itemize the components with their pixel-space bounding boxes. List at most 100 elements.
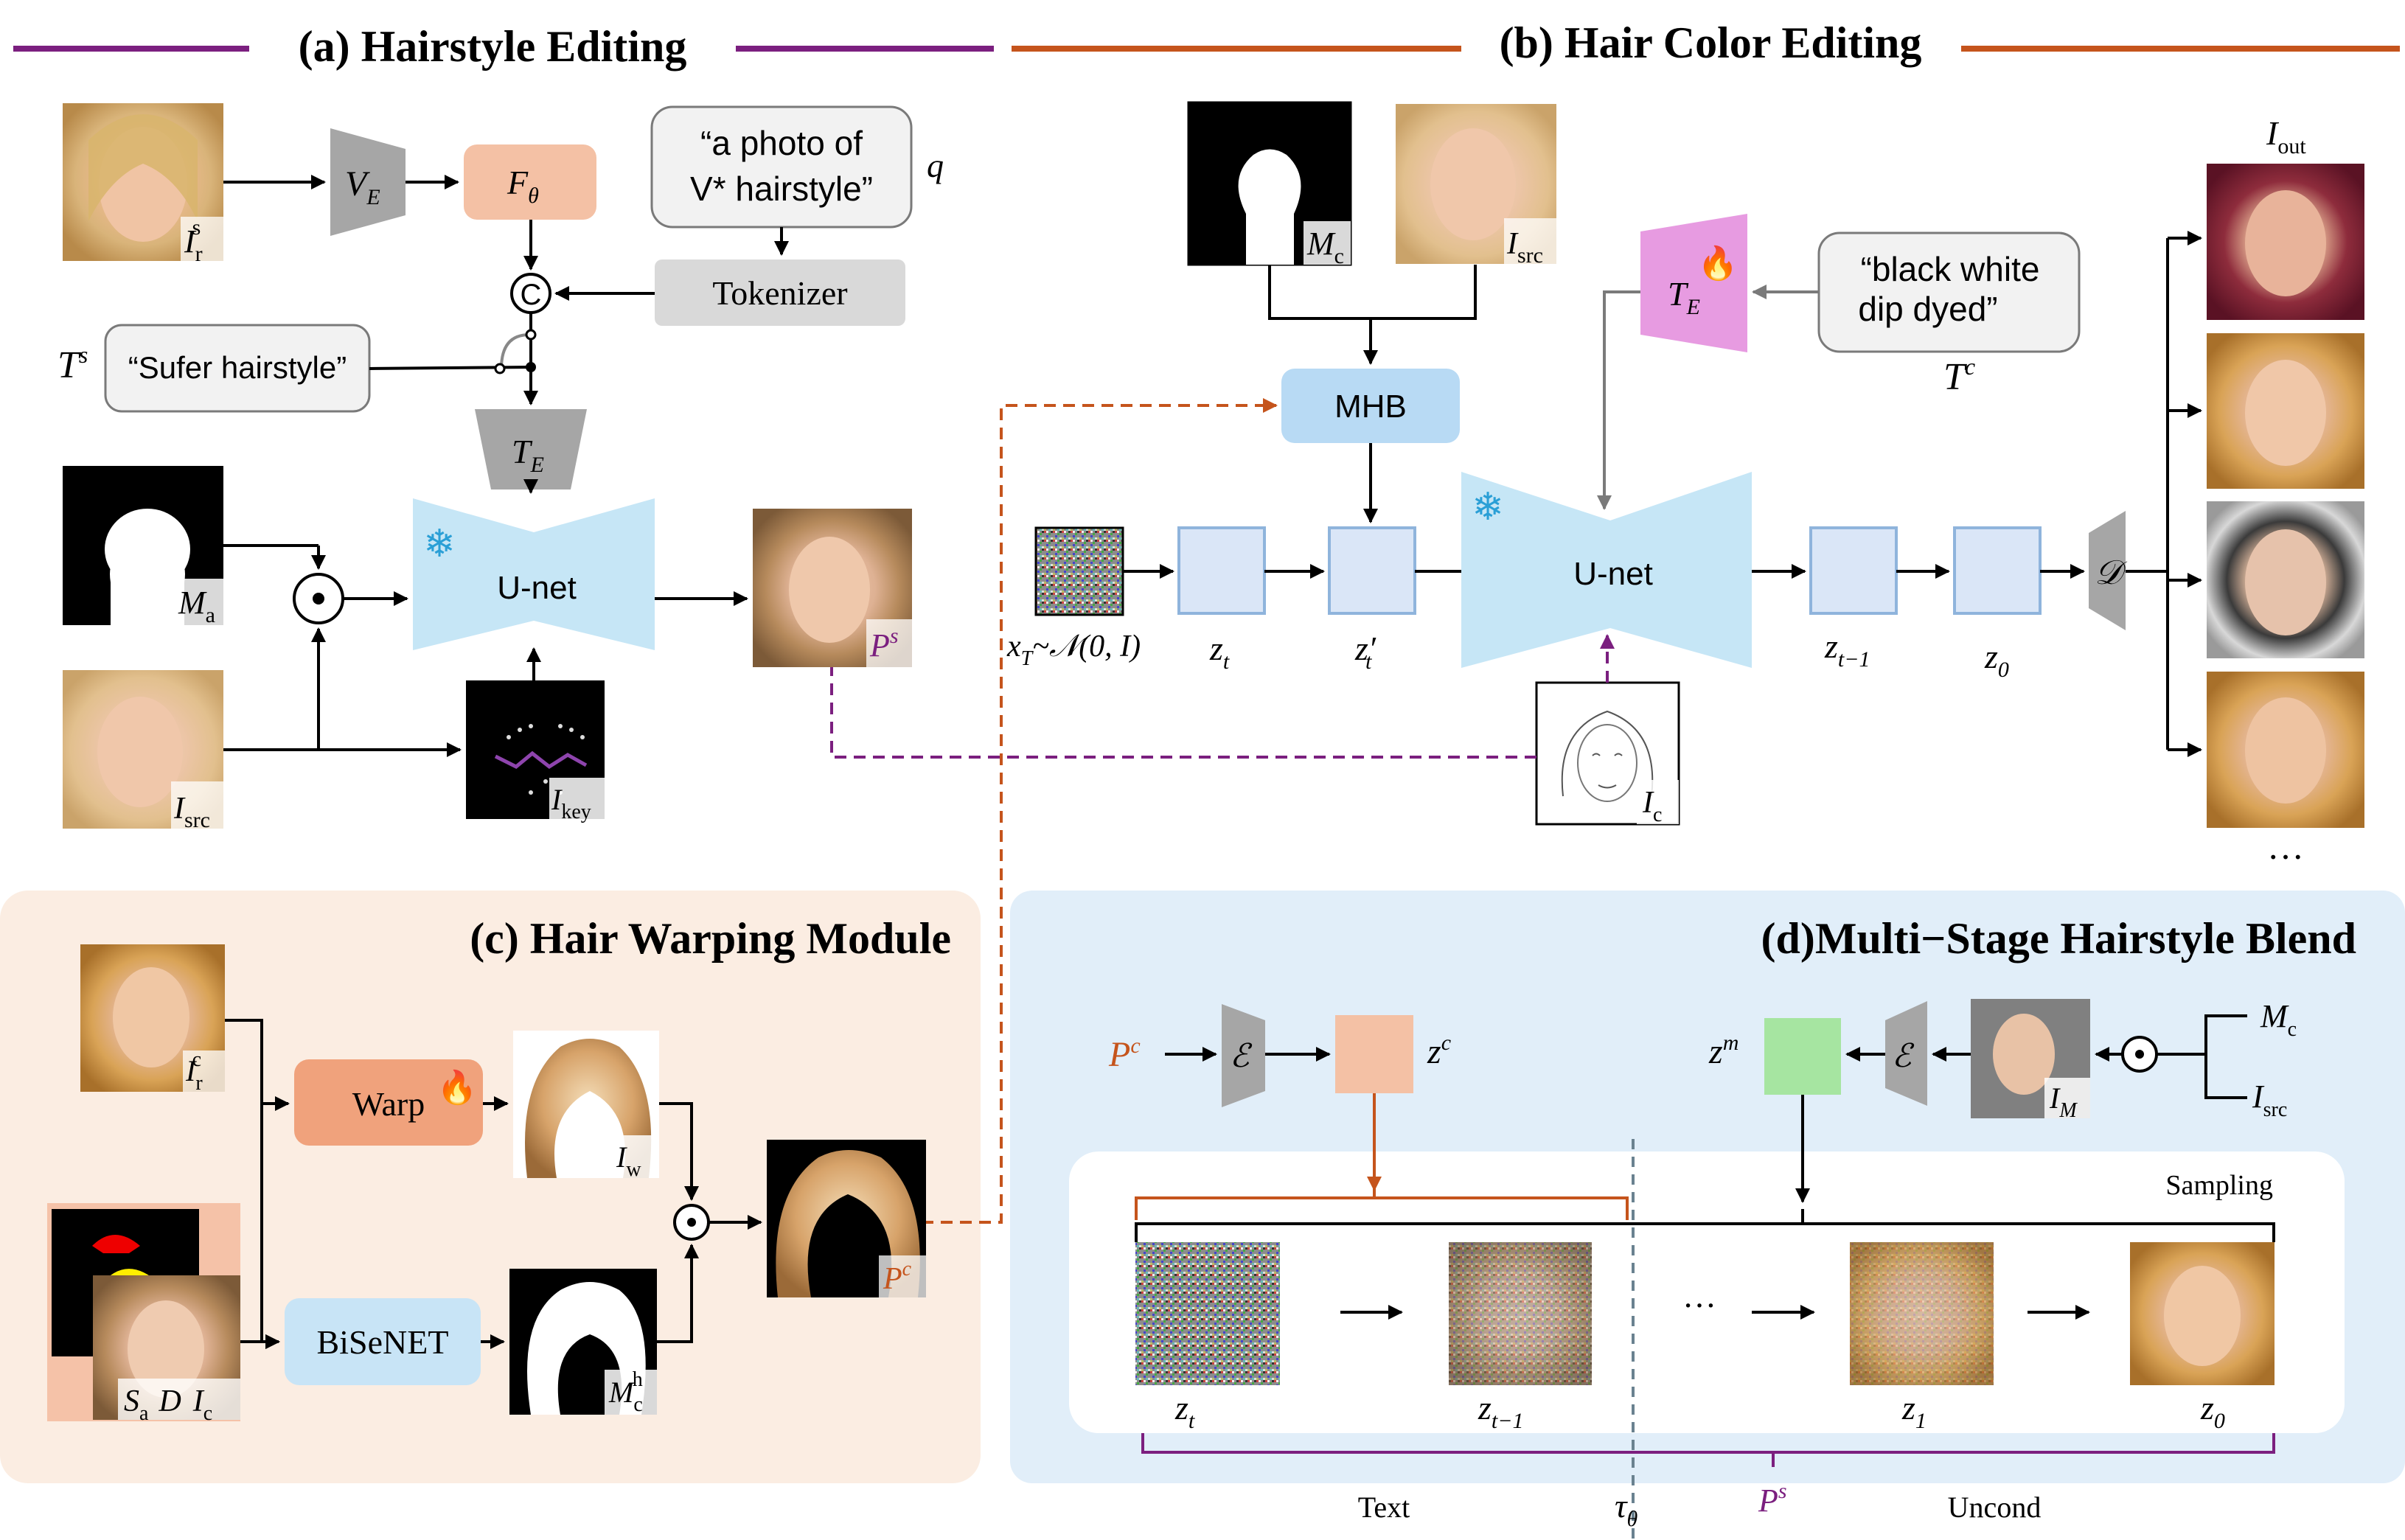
svg-text:z0: z0 [2200, 1389, 2225, 1433]
text-encoder-te-b [1640, 214, 1747, 352]
encoder-e-left [1222, 1004, 1265, 1107]
snowflake-icon-b: ❄ [1472, 487, 1504, 529]
svg-text:Ps: Ps [1758, 1479, 1787, 1519]
svg-text:Pc: Pc [883, 1258, 912, 1296]
svg-text:Ma: Ma [178, 585, 215, 627]
mhb-label: MHB [1334, 389, 1407, 425]
unet-a-label: U-net [497, 570, 577, 606]
text-encoder-te-a [475, 409, 587, 489]
masked-image-im: IM [1971, 999, 2090, 1122]
prompt-b-line2: dip dyed” [1858, 290, 1997, 328]
svg-text:Ts: Ts [58, 341, 88, 386]
svg-text:Isrc: Isrc [1506, 227, 1543, 268]
brace-sampling [1135, 1209, 2275, 1242]
svg-text:Isrc: Isrc [2252, 1079, 2287, 1121]
svg-text:Ps: Ps [869, 624, 899, 663]
arrows-a [223, 175, 789, 757]
output-blonde [2207, 333, 2364, 489]
svg-text:Pc: Pc [1108, 1034, 1141, 1074]
svg-text:TE: TE [1668, 275, 1700, 319]
reference-image-irc: Irc [80, 944, 225, 1095]
uncond-label: Uncond [1948, 1491, 2042, 1524]
svg-text:VE: VE [345, 164, 380, 209]
mc-label-d: M [2260, 998, 2289, 1034]
svg-text:TE: TE [512, 433, 544, 477]
source-image-isrc-b: Isrc [1396, 104, 1556, 268]
isrc-label-d: I [2252, 1079, 2265, 1115]
svg-text:Irc: Irc [185, 1048, 203, 1095]
svg-text:zc: zc [1427, 1031, 1451, 1071]
section-a-title: (a) Hairstyle Editing [299, 22, 687, 71]
svg-text:z1: z1 [1901, 1389, 1927, 1433]
sample-z1 [1850, 1242, 1994, 1385]
unet-b [1461, 472, 1752, 668]
tokenizer-label: Tokenizer [712, 274, 847, 312]
svg-text:Ic: Ic [1642, 786, 1662, 826]
hair-mask-mch: Mch [509, 1269, 657, 1416]
visual-encoder-ve [330, 128, 406, 236]
q-label: q [927, 147, 944, 184]
arrows-d [1165, 1014, 2247, 1203]
xt-label: x [1006, 630, 1021, 663]
output-pc: Pc [767, 1140, 926, 1297]
svg-text:Ikey: Ikey [551, 783, 591, 823]
svg-text:z0: z0 [1984, 638, 2009, 682]
sampling-label: Sampling [2165, 1170, 2273, 1201]
prompt-b-line1: “black white [1861, 250, 2040, 288]
sample-z0 [2130, 1242, 2275, 1385]
svg-text:Mc: Mc [1306, 226, 1344, 268]
dashed-ic-to-ps [830, 667, 1536, 759]
svg-text:xT~𝒩(0, I): xT~𝒩(0, I) [1006, 630, 1141, 670]
reference-image-irs: Irs [63, 103, 223, 266]
iout-label: I [2266, 114, 2280, 152]
latent-zc [1335, 1015, 1413, 1093]
svg-text:Isrc: Isrc [173, 792, 210, 832]
svg-text:zt: zt [1174, 1389, 1195, 1433]
sampling-dots: … [1682, 1277, 1716, 1314]
svg-text:z′t: z′t [1354, 630, 1376, 674]
latent-zt [1177, 526, 1266, 615]
bisenet-label: BiSeNET [317, 1323, 449, 1361]
svg-text:Fθ: Fθ [507, 164, 539, 208]
output-black-white [2207, 501, 2364, 658]
sample-zt-1 [1449, 1242, 1592, 1385]
outputs-ellipsis: … [2267, 826, 2304, 867]
brace-text [1135, 1187, 1629, 1220]
noise-xt [1034, 526, 1124, 616]
keypoint-image-ikey: Ikey [466, 680, 605, 823]
warp-label: Warp [352, 1085, 425, 1123]
mapper-f-theta [464, 144, 596, 220]
dashed-pc-to-mhb [922, 398, 1278, 1224]
source-image-isrc-a: Isrc [63, 670, 223, 832]
ts-label: T [58, 344, 81, 386]
bisenet-block [285, 1298, 481, 1385]
section-c-title: (c) Hair Warping Module [470, 914, 951, 963]
encoder-e-right [1885, 1001, 1927, 1106]
svg-text:Mch: Mch [608, 1368, 643, 1416]
latent-z0 [1953, 526, 2042, 615]
section-d-title: (d)Multi−Stage Hairstyle Blend [1761, 914, 2356, 963]
svg-text:Tc: Tc [1943, 353, 1975, 398]
mask-mc: Mc [1187, 101, 1352, 268]
pc-label-d: P [1108, 1035, 1130, 1074]
tc-label: T [1943, 356, 1967, 398]
svg-text:ℰ: ℰ [1892, 1038, 1915, 1074]
arrows-b [1123, 231, 2202, 757]
svg-text:Mc: Mc [2260, 998, 2297, 1041]
mhb-block [1281, 369, 1460, 443]
svg-text:zt: zt [1209, 630, 1230, 674]
sketch-ic: Ic [1535, 681, 1680, 826]
svg-text:Iout: Iout [2266, 114, 2306, 158]
sample-zt-noise [1135, 1242, 1280, 1385]
unet-b-label: U-net [1573, 556, 1653, 592]
svg-text:zt−1: zt−1 [1478, 1389, 1524, 1433]
panel-c-background [0, 891, 981, 1483]
svg-text:IM: IM [2049, 1081, 2078, 1122]
text-label: Text [1358, 1491, 1410, 1524]
sampling-box [1069, 1151, 2345, 1433]
latent-zt-prime [1328, 526, 1416, 615]
svg-text:ℰ: ℰ [1230, 1038, 1253, 1074]
section-b-title: (b) Hair Color Editing [1500, 18, 1922, 67]
svg-text:Irs: Irs [184, 215, 203, 266]
output-ps: Ps [753, 509, 912, 667]
